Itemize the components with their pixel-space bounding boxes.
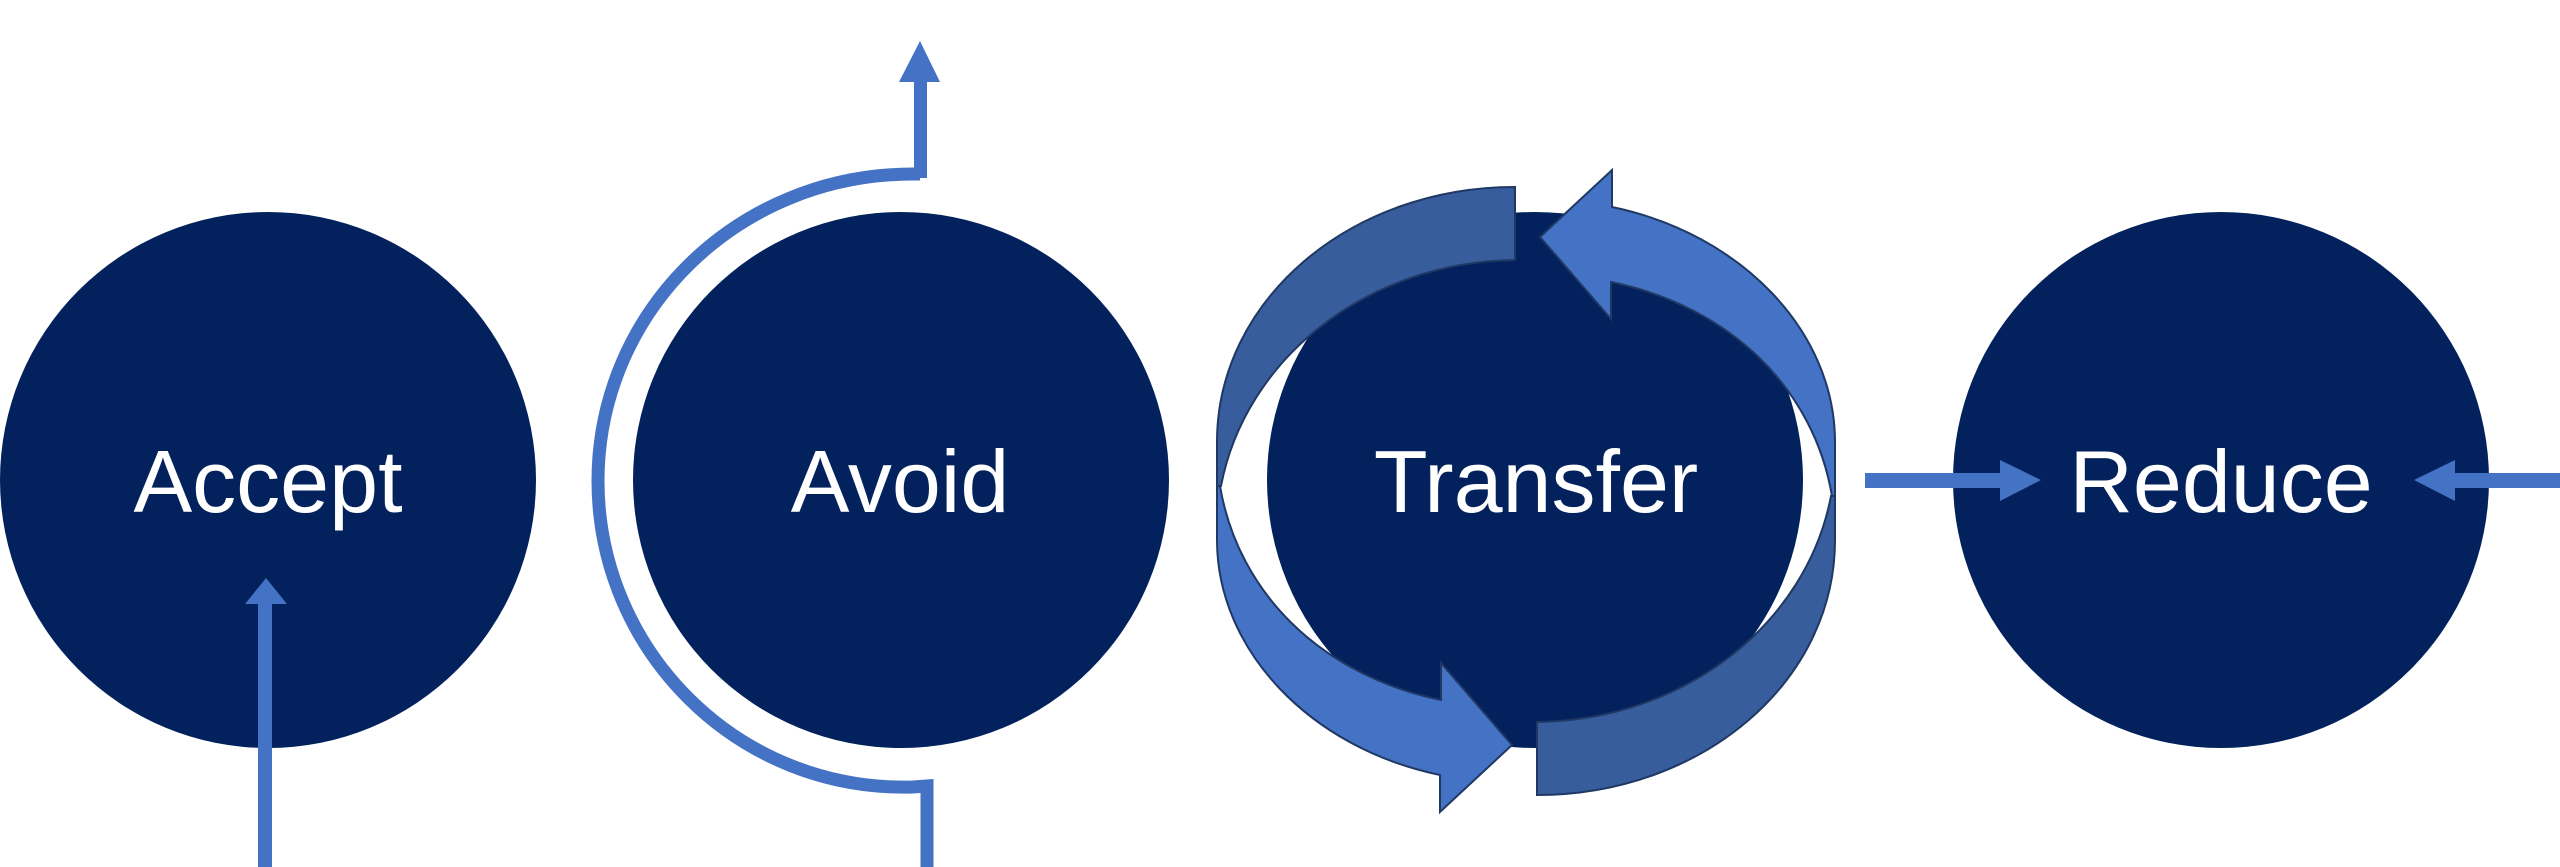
left-arrow-icon xyxy=(2414,460,2560,501)
reduce-circle xyxy=(1953,212,2489,748)
stage-reduce: Reduce xyxy=(1865,212,2560,748)
cycle-arrow-right xyxy=(1536,167,1836,797)
stage-transfer: Transfer xyxy=(1216,167,1836,815)
transfer-label: Transfer xyxy=(1374,432,1698,531)
avoid-circle xyxy=(633,212,1169,748)
accept-label: Accept xyxy=(133,432,402,531)
avoid-label: Avoid xyxy=(791,432,1010,531)
stage-avoid: Avoid xyxy=(591,41,1169,867)
detour-arrow-icon xyxy=(591,41,940,867)
transfer-circle xyxy=(1267,212,1803,748)
reduce-label: Reduce xyxy=(2069,432,2372,531)
up-arrow-icon xyxy=(245,578,287,867)
cycle-arrows-icon xyxy=(1216,167,1836,815)
stage-accept: Accept xyxy=(0,212,536,867)
right-arrow-icon xyxy=(1865,460,2041,501)
cycle-arrow-left xyxy=(1216,185,1516,815)
accept-circle xyxy=(0,212,536,748)
